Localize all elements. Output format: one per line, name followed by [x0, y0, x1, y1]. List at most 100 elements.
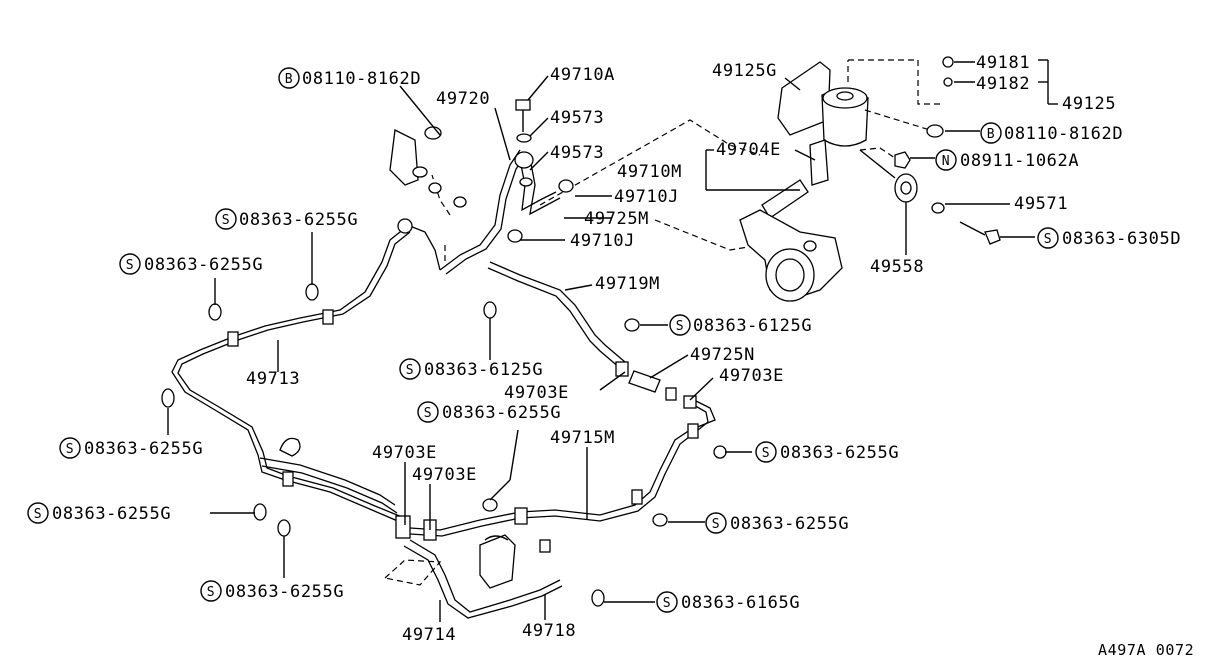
part-number: 08363-6255G — [144, 255, 263, 275]
callout-c10: B 08110-8162D — [980, 122, 1123, 144]
part-number: 49720 — [436, 89, 490, 109]
callout-c31: 49715M — [550, 428, 615, 448]
callout-c24: 49713 — [246, 369, 300, 389]
washer-49573 — [516, 133, 532, 143]
callout-prefix: S — [1044, 232, 1052, 247]
callout-c36: S 08363-6255G — [705, 512, 849, 534]
part-number: 08110-8162D — [1004, 124, 1123, 144]
part-number: 49182 — [976, 74, 1030, 94]
callout-prefix: S — [676, 319, 684, 334]
seal-49182 — [943, 77, 953, 87]
callout-c39: 49714 — [402, 625, 456, 645]
callout-c32: 49703E — [372, 443, 437, 463]
callout-c15: S 08363-6255G — [215, 208, 358, 230]
callout-c11: 49704E — [716, 140, 781, 160]
callout-c09: 49125 — [1062, 94, 1116, 114]
callout-c27: 49703E — [719, 366, 784, 386]
callout-prefix: S — [406, 363, 414, 378]
callout-c18: 49710J — [570, 231, 634, 251]
part-number: 49703E — [504, 383, 569, 403]
part-number: 49714 — [402, 625, 456, 645]
part-number: 08363-6255G — [442, 403, 561, 423]
part-number: 49718 — [522, 621, 576, 641]
part-number: 49573 — [550, 143, 604, 163]
callout-labels: B 08110-8162D 49710A 49720 49573 49573 4… — [27, 53, 1181, 645]
figure-code: A497A 0072 — [1098, 641, 1194, 659]
callout-prefix: S — [712, 517, 720, 532]
part-number: 49704E — [716, 140, 781, 160]
callout-prefix: S — [663, 596, 671, 611]
callout-c08: 49182 — [976, 74, 1030, 94]
callout-c25: 49725N — [690, 345, 755, 365]
callout-prefix: S — [207, 585, 215, 600]
callout-c37: S 08363-6255G — [200, 580, 344, 602]
callout-prefix: S — [424, 406, 432, 421]
callout-c19: S 08363-6305D — [1037, 227, 1181, 249]
part-number: 49713 — [246, 369, 300, 389]
callout-prefix: S — [762, 446, 770, 461]
callout-c22: 49719M — [595, 274, 660, 294]
callout-c29: S 08363-6255G — [417, 401, 561, 423]
callout-c02: 49710A — [550, 65, 615, 85]
callout-c17: 49571 — [1014, 194, 1068, 214]
callout-prefix: B — [285, 72, 293, 87]
part-number: 08363-6255G — [84, 439, 203, 459]
callout-c30: S 08363-6255G — [59, 437, 203, 459]
callout-c13: N 08911-1062A — [935, 149, 1079, 171]
pipe-routing — [171, 119, 761, 619]
part-number: 49725M — [584, 209, 649, 229]
components — [161, 56, 1058, 607]
part-number: 49719M — [595, 274, 660, 294]
part-number: 49703E — [719, 366, 784, 386]
part-number: 08363-6255G — [239, 210, 358, 230]
callout-prefix: N — [942, 154, 950, 169]
part-number: 08363-6125G — [424, 360, 543, 380]
callout-c06: 49125G — [712, 61, 777, 81]
callout-c04: 49573 — [550, 108, 604, 128]
washer-49571 — [931, 202, 945, 214]
part-number: 08363-6255G — [730, 514, 849, 534]
callout-c23: S 08363-6125G — [669, 314, 812, 336]
part-number: 08363-6125G — [693, 316, 812, 336]
mount-bracket — [389, 129, 419, 186]
leader-lines — [167, 61, 1035, 622]
callout-c26: S 08363-6125G — [399, 358, 543, 380]
callout-c34: 49703E — [412, 465, 477, 485]
callout-c21: 49558 — [870, 257, 924, 277]
callout-c35: S 08363-6255G — [27, 502, 171, 524]
part-number: 49710J — [614, 187, 679, 207]
callout-c05: 49573 — [550, 143, 604, 163]
part-number: 08911-1062A — [960, 151, 1079, 171]
callout-c14: 49710J — [614, 187, 679, 207]
part-number: 49725N — [690, 345, 755, 365]
union-bolt — [515, 99, 531, 111]
part-number: 08363-6305D — [1062, 229, 1181, 249]
part-number: 08363-6255G — [225, 582, 344, 602]
part-number: 49125G — [712, 61, 777, 81]
part-number: 49571 — [1014, 194, 1068, 214]
part-number: 49715M — [550, 428, 615, 448]
part-number: 49710A — [550, 65, 615, 85]
callout-prefix: S — [34, 507, 42, 522]
part-number: 49125 — [1062, 94, 1116, 114]
callout-prefix: B — [987, 127, 995, 142]
part-number: 08363-6255G — [780, 443, 899, 463]
part-number: 49703E — [412, 465, 477, 485]
part-number: 08110-8162D — [302, 69, 421, 89]
part-number: 08363-6165G — [681, 593, 800, 613]
callout-c20: S 08363-6255G — [119, 253, 263, 275]
part-number: 49558 — [870, 257, 924, 277]
callout-c33: S 08363-6255G — [755, 441, 899, 463]
callout-prefix: S — [222, 213, 230, 228]
callout-c40: 49718 — [522, 621, 576, 641]
part-number: 49703E — [372, 443, 437, 463]
part-number: 49710M — [617, 162, 682, 182]
callout-c07: 49181 — [976, 53, 1030, 73]
callout-prefix: S — [66, 442, 74, 457]
callout-c38: S 08363-6165G — [656, 591, 800, 613]
callout-c12: 49710M — [617, 162, 682, 182]
callout-c16: 49725M — [584, 209, 649, 229]
callout-c28: 49703E — [504, 383, 569, 403]
callout-c01: B 08110-8162D — [278, 67, 421, 89]
